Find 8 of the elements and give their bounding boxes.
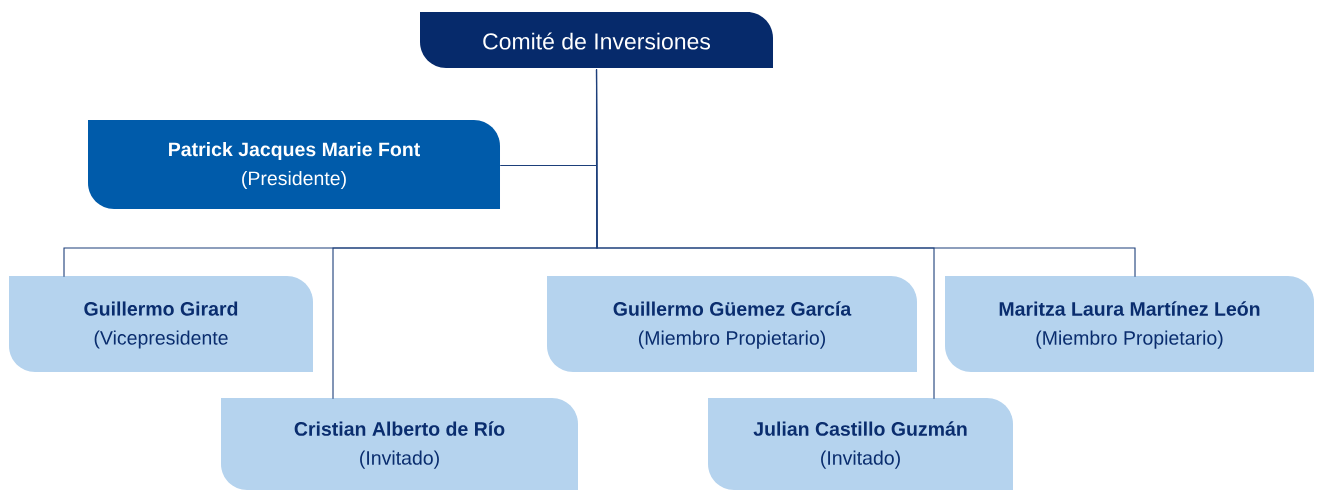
org-box: Comité de Inversiones (420, 12, 773, 68)
org-box: Maritza Laura Martínez León (Miembro Propietario) (945, 276, 1314, 372)
org-box: Cristian Alberto de Río (Invitado) (221, 398, 578, 490)
org-box: Guillermo Girard (Vicepresidente (9, 276, 313, 372)
org-box: Julian Castillo Guzmán (Invitado) (708, 398, 1013, 490)
org-box: Guillermo Güemez García (Miembro Propietario) (547, 276, 917, 372)
org-box: Patrick Jacques Marie Font (Presidente) (88, 120, 500, 209)
connector-line (595, 68, 1136, 278)
